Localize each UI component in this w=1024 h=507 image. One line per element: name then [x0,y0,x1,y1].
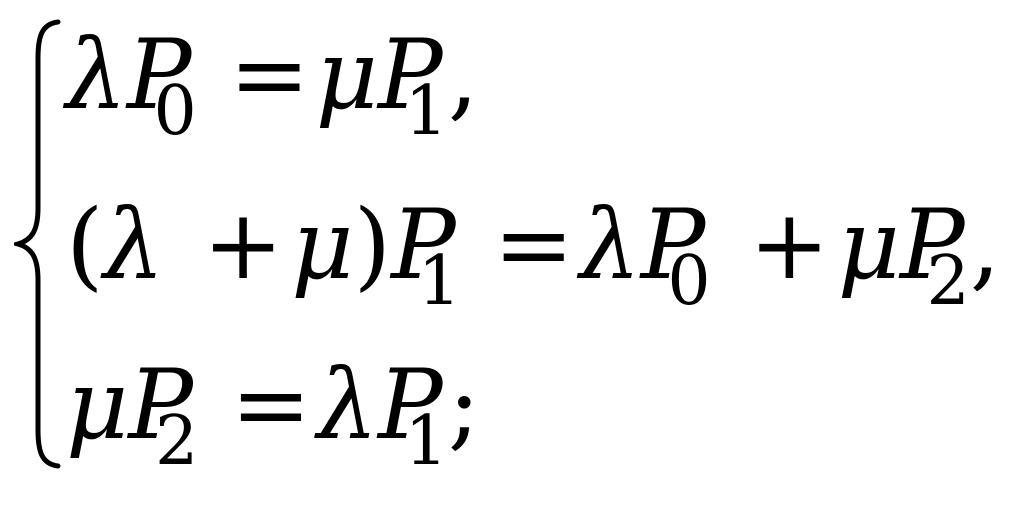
subscript: 0 [667,242,711,321]
mu-symbol: μ [291,189,354,301]
lambda-symbol: λ [66,19,127,131]
variable-p: P [378,19,443,131]
equals-sign: = [229,19,310,131]
open-paren: ( [66,189,104,301]
equation-line-1: λP0 =μP1, [66,10,479,151]
lambda-symbol: λ [317,349,379,461]
subscript: 2 [154,402,199,481]
mu-symbol: μ [315,19,379,131]
variable-p: P [391,189,456,301]
mu-symbol: μ [66,349,129,461]
variable-p: P [126,19,192,131]
left-brace [14,19,61,469]
subscript: 1 [404,402,448,481]
comma: , [447,19,479,131]
lambda-symbol: λ [103,189,165,301]
subscript: 0 [153,72,197,151]
subscript: 1 [417,242,461,321]
close-paren: ) [353,189,392,301]
equation-line-2: (λ +μ)P1 =λP0 +μP2, [66,180,1001,321]
plus-sign: + [749,189,830,301]
subscript: 1 [404,72,448,151]
semicolon: ; [447,349,481,461]
lambda-symbol: λ [579,189,641,301]
mu-symbol: μ [837,189,900,301]
equals-sign: = [230,349,312,461]
comma: , [969,189,1001,301]
equals-sign: = [493,189,574,301]
subscript: 2 [926,242,970,321]
variable-p: P [640,189,706,301]
plus-sign: + [202,189,284,301]
variable-p: P [899,189,965,301]
equation-line-3: μP2 =λP1; [66,340,481,481]
variable-p: P [128,349,193,461]
variable-p: P [378,349,443,461]
equation-system: λP0 =μP1, (λ +μ)P1 =λP0 +μP2, μP2 =λP1; [14,10,1001,481]
